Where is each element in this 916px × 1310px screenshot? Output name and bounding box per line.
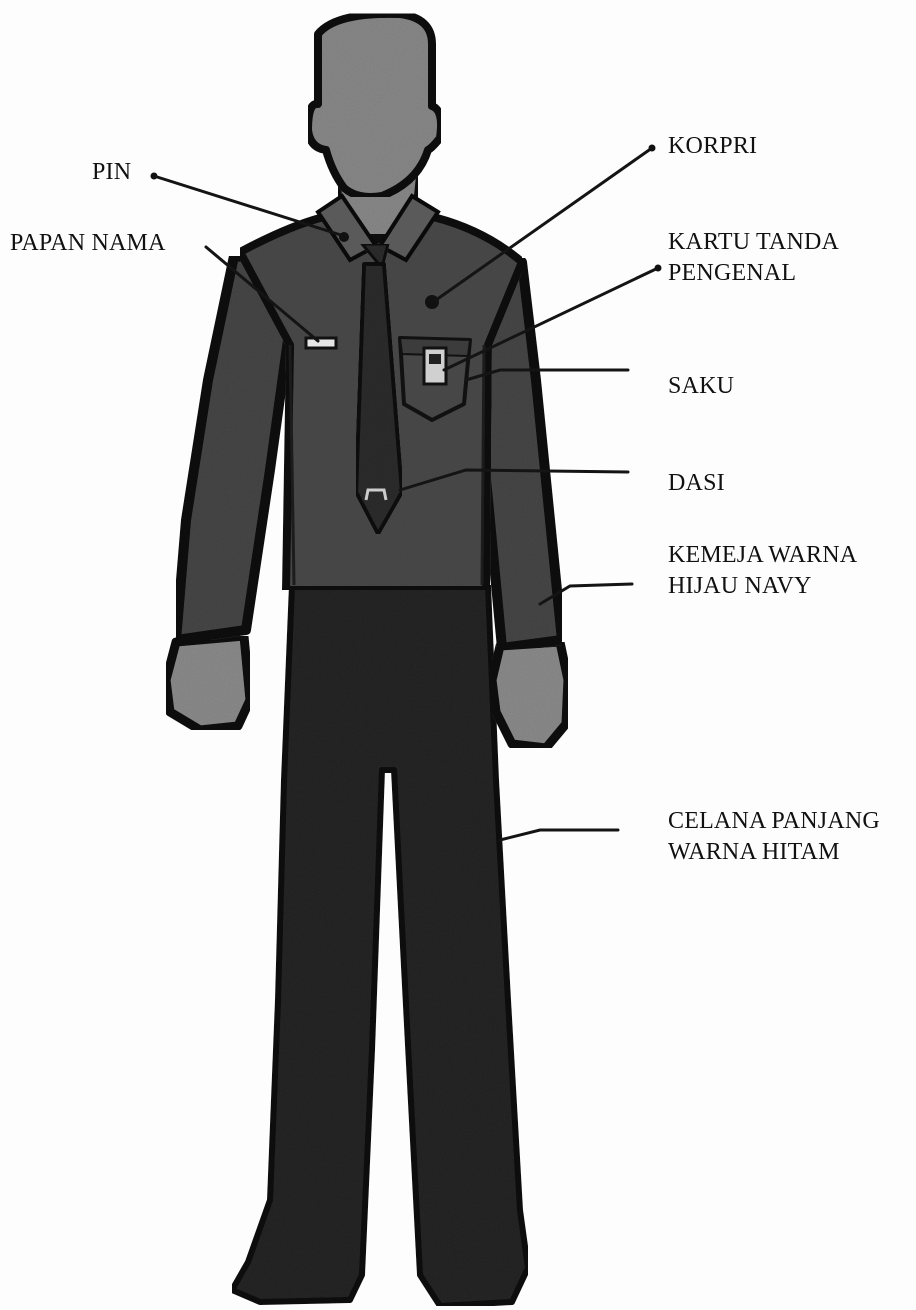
korpri-badge bbox=[425, 295, 439, 309]
trousers bbox=[232, 585, 528, 1306]
label-papan-nama: PAPAN NAMA bbox=[10, 228, 166, 259]
right-hand bbox=[492, 642, 568, 748]
leader-pin bbox=[154, 176, 344, 236]
name-plate bbox=[306, 338, 336, 348]
id-card bbox=[424, 348, 446, 384]
label-dasi: DASI bbox=[668, 468, 725, 499]
left-hand bbox=[166, 636, 250, 730]
label-pin: PIN bbox=[92, 157, 131, 188]
head bbox=[308, 14, 441, 197]
leader-celana bbox=[500, 830, 618, 840]
label-kemeja: KEMEJA WARNA HIJAU NAVY bbox=[668, 540, 857, 602]
label-celana: CELANA PANJANG WARNA HITAM bbox=[668, 806, 880, 868]
leader-korpri bbox=[436, 148, 652, 300]
label-korpri: KORPRI bbox=[668, 131, 757, 162]
label-kartu-tanda-pengenal: KARTU TANDA PENGENAL bbox=[668, 227, 839, 289]
label-saku: SAKU bbox=[668, 371, 734, 402]
